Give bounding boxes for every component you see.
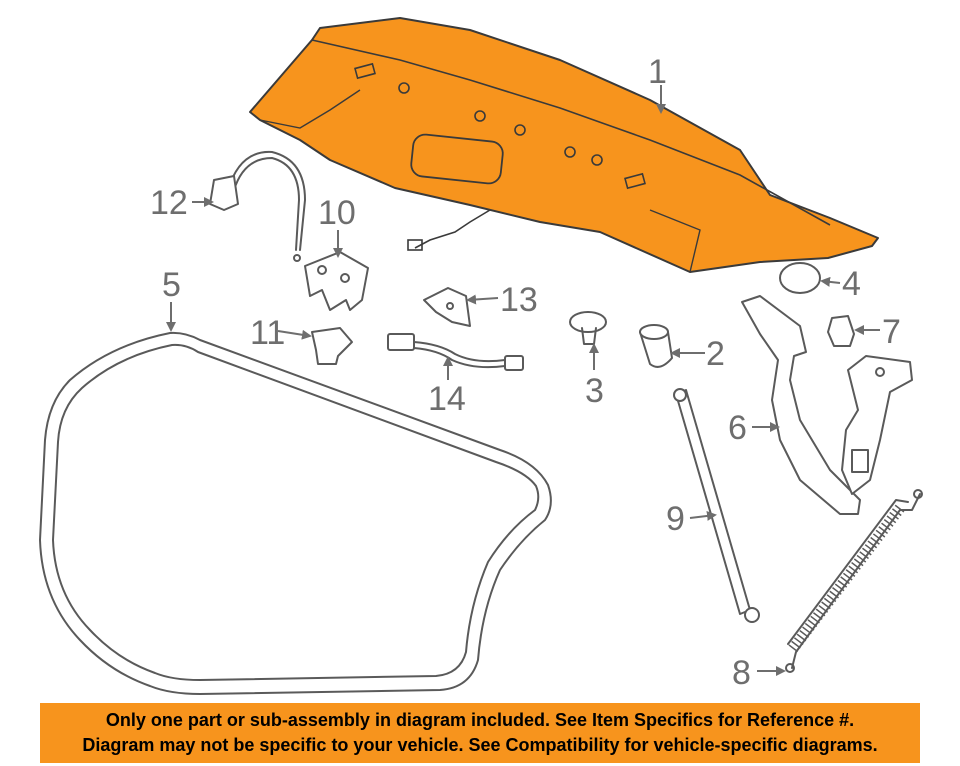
wiring-harness-wire (413, 341, 506, 363)
callout-1: 1 (648, 53, 667, 91)
callout-14: 14 (428, 380, 466, 418)
push-pin-head (569, 311, 607, 333)
plug-shape (779, 262, 821, 294)
wiring-harness-connector (387, 333, 415, 351)
weatherstrip-seal (39, 331, 552, 695)
bumper-clip-shape (311, 327, 353, 365)
weatherstrip-inner (52, 343, 540, 681)
cap (827, 315, 855, 347)
callout-9: 9 (666, 500, 685, 538)
release-cable-line (227, 150, 306, 251)
callout-7: 7 (882, 313, 901, 351)
spring-coil (787, 499, 909, 645)
disclaimer-line-2: Diagram may not be specific to your vehi… (82, 735, 878, 755)
trunk-lid-panel-ridge (311, 39, 831, 226)
release-cable-line (233, 157, 300, 251)
trunk-lid-license-recess (410, 133, 504, 185)
callout-10: 10 (318, 194, 356, 232)
plug (779, 262, 821, 294)
callout-2: 2 (706, 335, 725, 373)
latch-bolt (340, 273, 350, 283)
callout-12: 12 (150, 184, 188, 222)
release-cable-tip (293, 254, 301, 262)
gas-strut (673, 388, 760, 623)
trunk-lid-hole (514, 124, 526, 136)
leader-9 (689, 510, 717, 521)
trunk-lid-hole (474, 110, 486, 122)
leader-11 (277, 329, 312, 340)
hinge-slot (851, 449, 869, 473)
trunk-lid-clip (624, 172, 646, 190)
wiring-harness (387, 333, 524, 371)
spring-coil (791, 493, 921, 669)
latch-body (304, 251, 369, 311)
disclaimer-banner: Only one part or sub-assembly in diagram… (40, 703, 920, 763)
release-cable (209, 150, 306, 262)
callout-6: 6 (728, 409, 747, 447)
leader-4 (820, 276, 841, 287)
gas-strut-end (744, 607, 760, 623)
trunk-lid-wire-connector (407, 239, 423, 251)
trunk-lid-panel-fold (259, 89, 361, 129)
latch-bolt (317, 265, 327, 275)
callout-3: 3 (585, 372, 604, 410)
hinge-arm (741, 295, 861, 515)
trunk-lid-hole (564, 146, 576, 158)
bumper-stop-top (639, 324, 669, 340)
callout-5: 5 (162, 266, 181, 304)
leader-13 (466, 294, 499, 305)
callout-13: 13 (500, 281, 538, 319)
callout-8: 8 (732, 654, 751, 692)
hinge (741, 295, 913, 515)
spring-hook (913, 489, 923, 499)
callout-11: 11 (250, 314, 285, 352)
trunk-lid-clip (354, 62, 376, 80)
spring (785, 489, 923, 673)
hinge-hole (875, 367, 885, 377)
trunk-lid-panel-edge (649, 209, 701, 273)
weatherstrip-outer (39, 331, 552, 695)
cap-shape (827, 315, 855, 347)
latch (304, 251, 369, 311)
gas-strut-end (673, 388, 687, 402)
bracket-hole (446, 302, 454, 310)
spring-hook (785, 663, 795, 673)
bumper-stop (639, 324, 673, 368)
push-pin (569, 311, 607, 345)
trunk-lid-wire (414, 209, 491, 249)
bracket (423, 287, 471, 327)
hinge-bracket (841, 355, 913, 495)
spring-coil-pattern (787, 504, 905, 654)
wiring-harness-wire (413, 347, 506, 369)
trunk-lid-panel-shape (249, 17, 879, 273)
release-cable-end (209, 175, 239, 211)
callout-4: 4 (842, 265, 861, 303)
trunk-lid-hole (591, 154, 603, 166)
disclaimer-line-1: Only one part or sub-assembly in diagram… (105, 710, 855, 730)
wiring-harness-end (504, 355, 524, 371)
trunk-lid-panel (249, 17, 879, 273)
trunk-lid-hole (398, 82, 410, 94)
bumper-clip (311, 327, 353, 365)
